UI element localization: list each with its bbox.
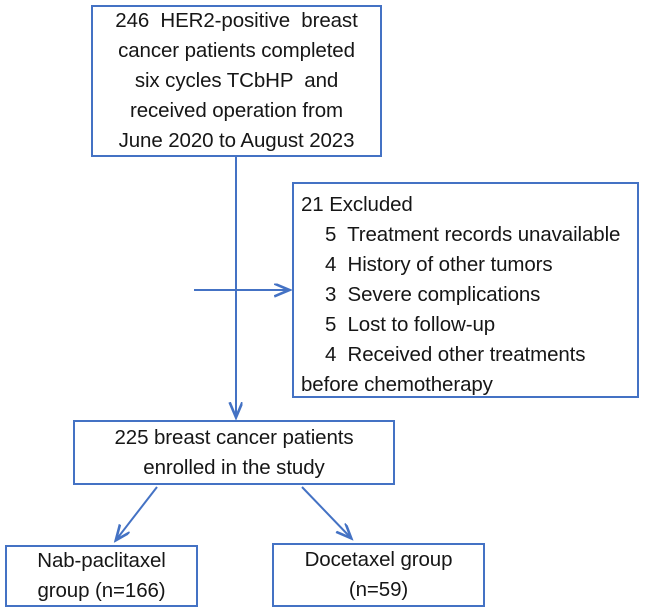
excluded-reason-1: 5 Treatment records unavailable: [325, 223, 621, 246]
screened-line-3: six cycles TCbHP and: [134, 69, 339, 92]
excluded-reason-4: 5 Lost to follow-up: [325, 313, 496, 336]
nab-group-line-1: Nab-paclitaxel: [37, 549, 166, 572]
enrolled-to-docetaxel-arrow: [301, 486, 351, 538]
screened-line-2: cancer patients completed: [118, 39, 355, 62]
screened-line-5: June 2020 to August 2023: [118, 129, 355, 152]
docetaxel-group-box: Docetaxel group (n=59): [272, 543, 485, 607]
nab-paclitaxel-group-box: Nab-paclitaxel group (n=166): [5, 545, 198, 607]
excluded-reason-5-continuation: before chemotherapy: [301, 373, 493, 396]
nab-group-line-2: group (n=166): [37, 579, 166, 602]
screened-line-4: received operation from: [129, 99, 344, 122]
enrolled-to-nab-arrow: [116, 486, 158, 540]
enrolled-line-2: enrolled in the study: [143, 455, 325, 479]
docetaxel-group-line-1: Docetaxel group: [304, 548, 453, 571]
screened-population-box: 246 HER2-positive breast cancer patients…: [91, 5, 382, 157]
excluded-reason-5: 4 Received other treatments: [325, 343, 586, 366]
enrolled-line-1: 225 breast cancer patients: [114, 425, 354, 449]
excluded-reason-2: 4 History of other tumors: [325, 253, 553, 276]
excluded-heading: 21 Excluded: [301, 193, 413, 216]
enrolled-box: 225 breast cancer patients enrolled in t…: [73, 420, 395, 485]
excluded-reason-3: 3 Severe complications: [325, 283, 541, 306]
screened-line-1: 246 HER2-positive breast: [115, 9, 358, 32]
docetaxel-group-line-2: (n=59): [348, 578, 409, 601]
excluded-box: 21 Excluded 5 Treatment records unavaila…: [292, 182, 639, 398]
